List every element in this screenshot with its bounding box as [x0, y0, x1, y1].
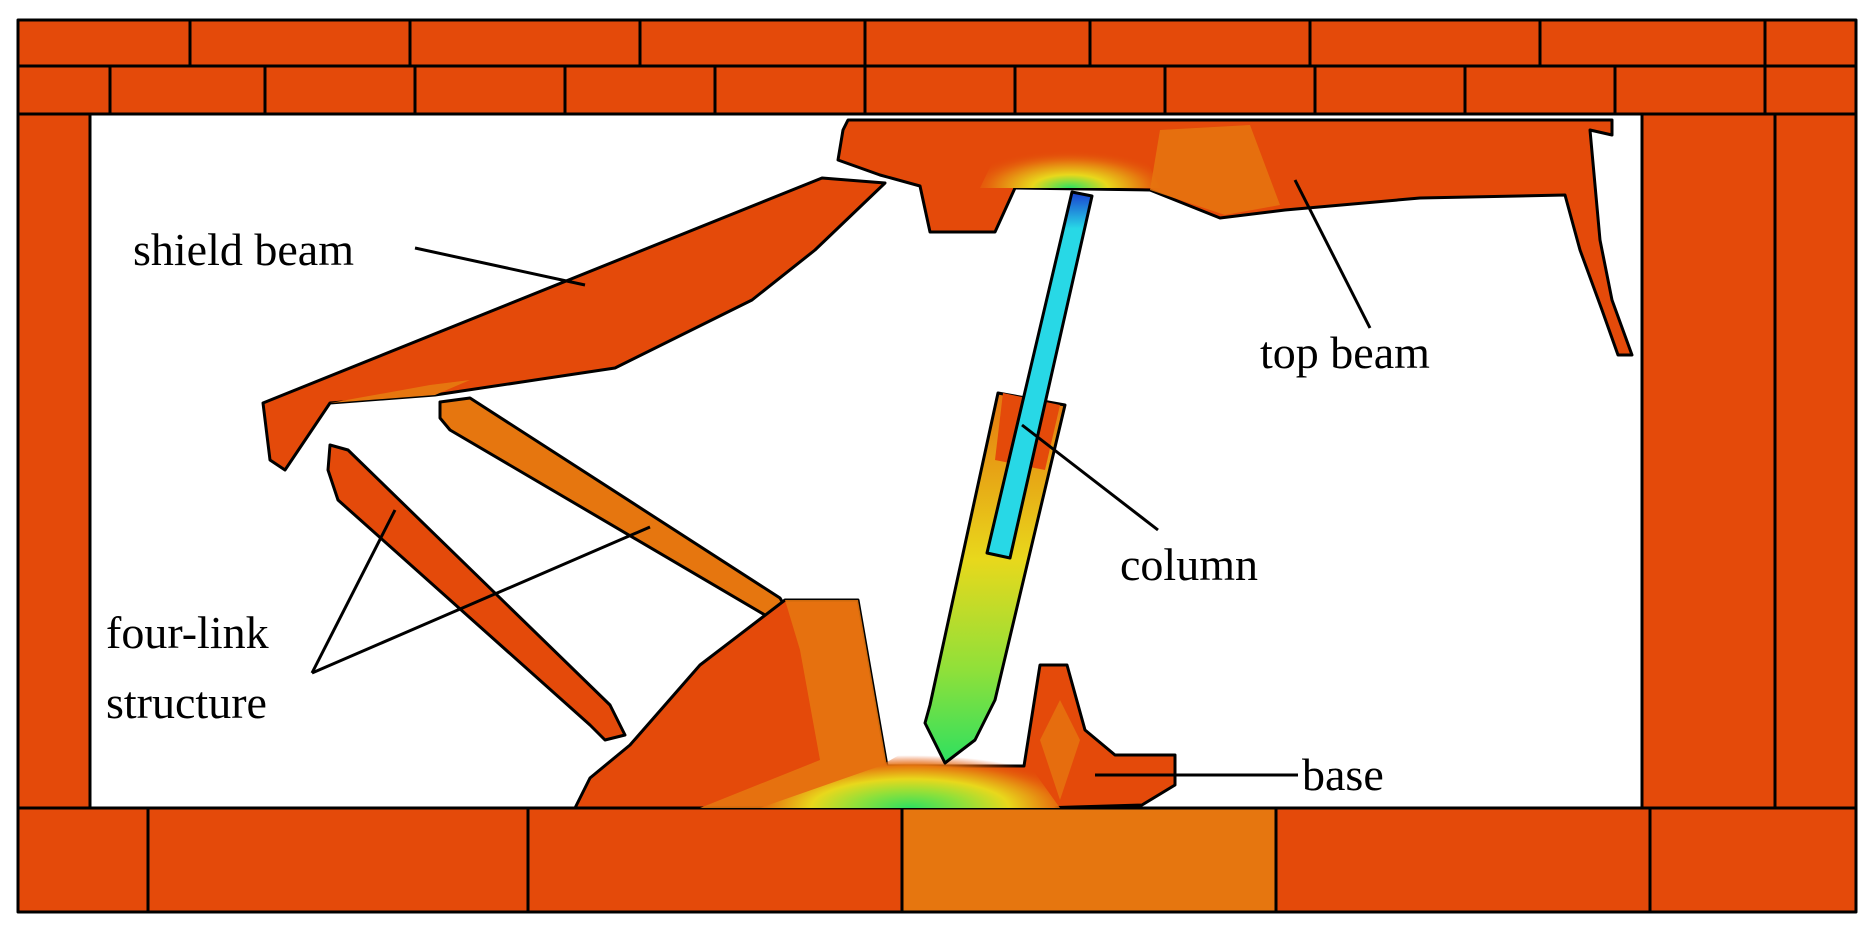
label-four-link-line1: four-link: [106, 607, 269, 658]
shield-beam: [261, 176, 887, 472]
label-four-link-line2: structure: [106, 677, 267, 728]
label-column: column: [1120, 539, 1258, 590]
label-shield-beam: shield beam: [133, 224, 354, 275]
label-base: base: [1302, 749, 1384, 800]
left-wall: [16, 112, 92, 810]
roof-strata: [16, 18, 1858, 116]
four-link-rear-link: [438, 396, 792, 617]
column: [923, 190, 1094, 765]
four-link-front-link: [326, 443, 627, 742]
floor-strata: [16, 806, 1858, 914]
leader-lines: [310, 179, 1372, 777]
right-wall: [1640, 112, 1858, 810]
label-top-beam: top beam: [1260, 327, 1430, 378]
top-beam: [836, 118, 1634, 357]
base: [573, 598, 1177, 810]
